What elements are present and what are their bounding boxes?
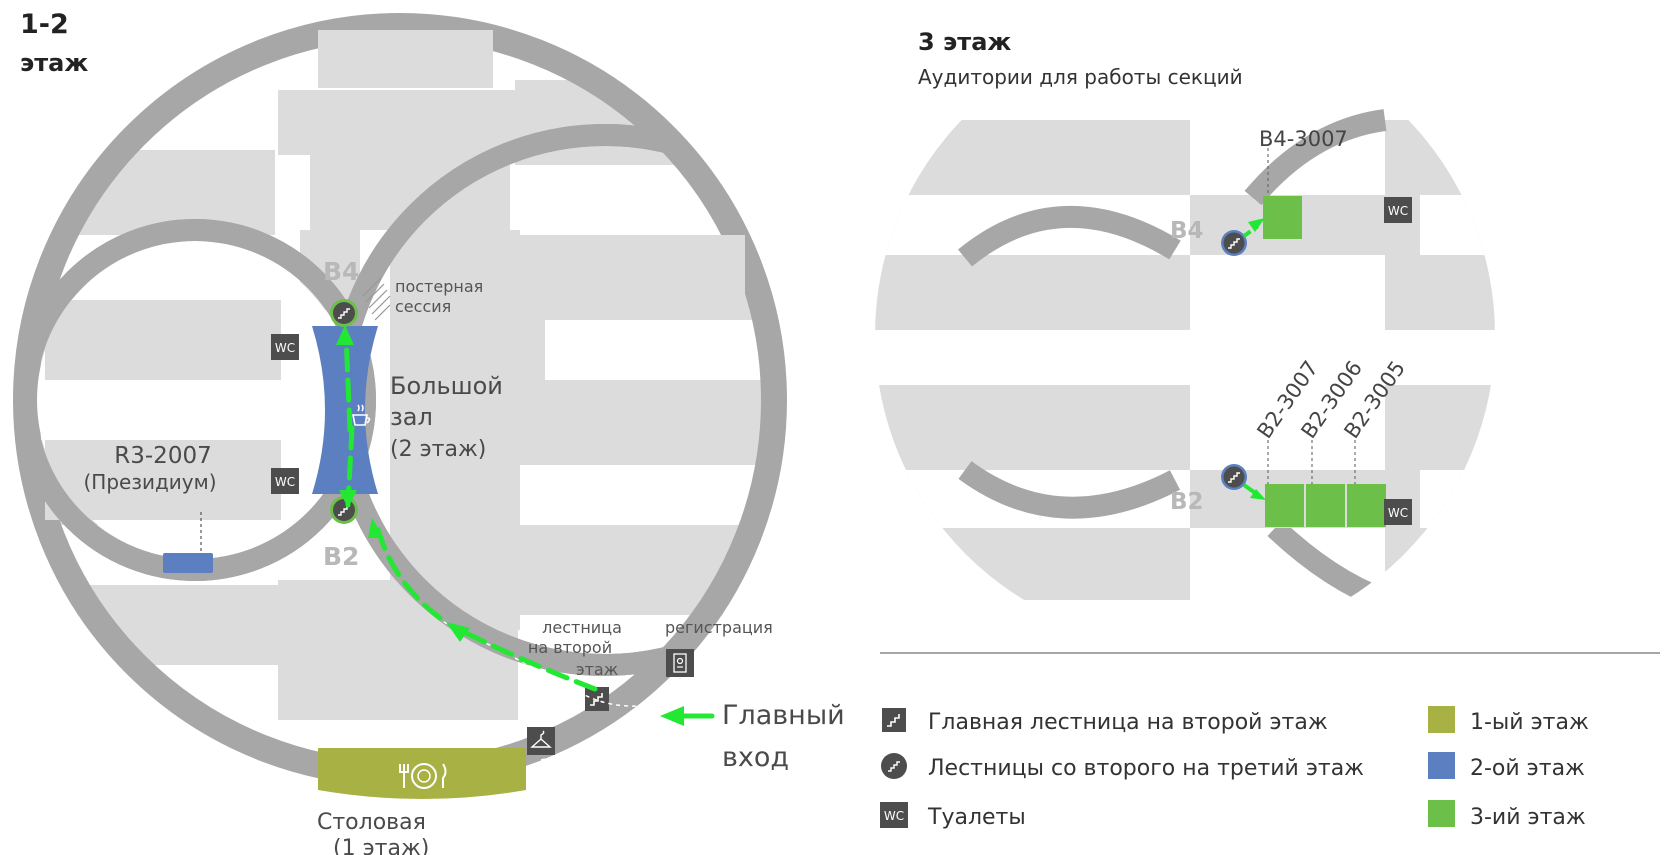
floor-3-subtitle: Аудитории для работы секций <box>918 65 1243 89</box>
wc-icon: WC <box>1384 197 1412 223</box>
svg-text:WC: WC <box>884 809 904 823</box>
room-b2-3007 <box>1265 484 1304 527</box>
entrance-label-2: вход <box>722 742 789 773</box>
hall-label-3: (2 этаж) <box>390 437 486 462</box>
room-b2-3006 <box>1306 484 1345 527</box>
floor-3-map: 3 этаж Аудитории для работы секций <box>875 28 1495 611</box>
hall-label-1: Большой <box>390 372 503 400</box>
legend-wc-icon: WC <box>880 802 908 828</box>
room-b4-3007 <box>1263 196 1302 239</box>
legend-floor3-swatch <box>1428 800 1455 827</box>
cutlery-icon <box>399 763 447 789</box>
wc-icon: WC <box>1384 499 1412 525</box>
canteen-label-2: (1 этаж) <box>333 836 429 855</box>
wc-icon: WC <box>271 334 299 360</box>
room-b4-3007-label: B4-3007 <box>1259 127 1348 151</box>
legend-main-stair-icon <box>881 707 907 733</box>
main-stair-icon <box>584 686 610 712</box>
stair-b4-icon <box>329 298 359 328</box>
stair-label-1: лестница <box>542 618 622 637</box>
stair-label-3: этаж <box>576 660 618 679</box>
registration-icon <box>666 649 694 677</box>
poster-label: постерная <box>395 277 483 296</box>
svg-text:WC: WC <box>1388 506 1408 520</box>
svg-text:WC: WC <box>275 475 295 489</box>
legend-stair-circle-icon <box>881 753 907 779</box>
stair-b2-icon <box>329 495 359 525</box>
floor-1-2-title: 1-2 <box>20 9 69 40</box>
floor-3-wing-b4: B4 <box>1170 218 1204 244</box>
legend-main-stair-label: Главная лестница на второй этаж <box>928 710 1328 735</box>
wing-b2-label: B2 <box>323 542 359 571</box>
floor-3-wing-b2: B2 <box>1170 489 1204 515</box>
coffee-icon <box>352 404 371 426</box>
presidium-label-2: (Президиум) <box>83 470 216 494</box>
hall-label-2: зал <box>390 403 433 431</box>
presidium-label-1: R3-2007 <box>114 443 211 469</box>
stair-label-2: на второй <box>528 638 612 657</box>
room-b2-3005 <box>1347 484 1386 527</box>
wing-b4-label: B4 <box>323 257 359 286</box>
wc-icon: WC <box>271 468 299 494</box>
wardrobe-icon <box>527 727 555 755</box>
poster-hatch <box>362 277 391 321</box>
legend-floor2-swatch <box>1428 752 1455 779</box>
legend-toilets-label: Туалеты <box>927 805 1026 830</box>
floor-1-2-map: WC WC <box>13 9 845 855</box>
legend-floor3-label: 3-ий этаж <box>1470 805 1586 830</box>
legend-floor1-label: 1-ый этаж <box>1470 710 1589 735</box>
svg-text:WC: WC <box>275 341 295 355</box>
presidium-room <box>163 553 213 573</box>
stair-b2-icon <box>1220 463 1248 491</box>
entrance-label-1: Главный <box>722 700 845 731</box>
legend-floor1-swatch <box>1428 706 1455 733</box>
legend-floor2-label: 2-ой этаж <box>1470 756 1585 781</box>
poster-label-2: сессия <box>395 297 451 316</box>
legend: Главная лестница на второй этаж Лестницы… <box>880 706 1589 830</box>
svg-text:WC: WC <box>1388 204 1408 218</box>
registration-label: регистрация <box>665 618 773 637</box>
big-hall-area <box>312 326 378 494</box>
floor-3-title: 3 этаж <box>918 28 1011 56</box>
stair-b4-icon <box>1220 229 1248 257</box>
floor-1-2-subtitle: этаж <box>20 49 88 77</box>
canteen-area <box>318 748 526 799</box>
route-arrowheads <box>336 325 684 726</box>
legend-stairs-2-3-label: Лестницы со второго на третий этаж <box>928 756 1364 781</box>
canteen-label-1: Столовая <box>317 810 426 835</box>
